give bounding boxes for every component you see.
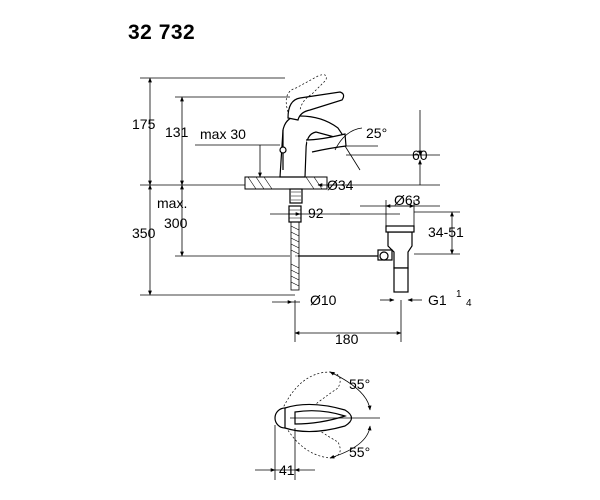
dim-180: 180 <box>335 331 359 347</box>
product-number: 32 732 <box>128 21 196 44</box>
lever-raised-outline <box>285 74 327 113</box>
dim-dia-34: Ø34 <box>327 177 354 193</box>
dim-max-30: max 30 <box>200 126 246 142</box>
dim-angle-55-bottom: 55° <box>349 444 370 460</box>
dim-max-label: max. <box>157 195 187 211</box>
dim-350: 350 <box>132 225 156 241</box>
dim-300: 300 <box>164 215 188 231</box>
dim-92: 92 <box>308 205 324 221</box>
dim-thread-denominator: 4 <box>466 298 472 309</box>
dim-thread-numerator: 1 <box>456 289 462 300</box>
dim-60: 60 <box>412 147 428 163</box>
dim-34-51: 34-51 <box>428 224 464 240</box>
dim-angle-55-top: 55° <box>349 376 370 392</box>
dim-dia-63: Ø63 <box>394 192 421 208</box>
dim-dia-10: Ø10 <box>310 292 337 308</box>
dim-41: 41 <box>279 462 295 478</box>
dim-angle-25: 25° <box>366 125 387 141</box>
side-view <box>140 74 460 342</box>
lever-handle <box>287 91 345 121</box>
dim-175: 175 <box>132 116 156 132</box>
top-view <box>255 371 380 480</box>
dim-thread-g1: G1 <box>428 292 447 308</box>
dim-131: 131 <box>165 124 189 140</box>
